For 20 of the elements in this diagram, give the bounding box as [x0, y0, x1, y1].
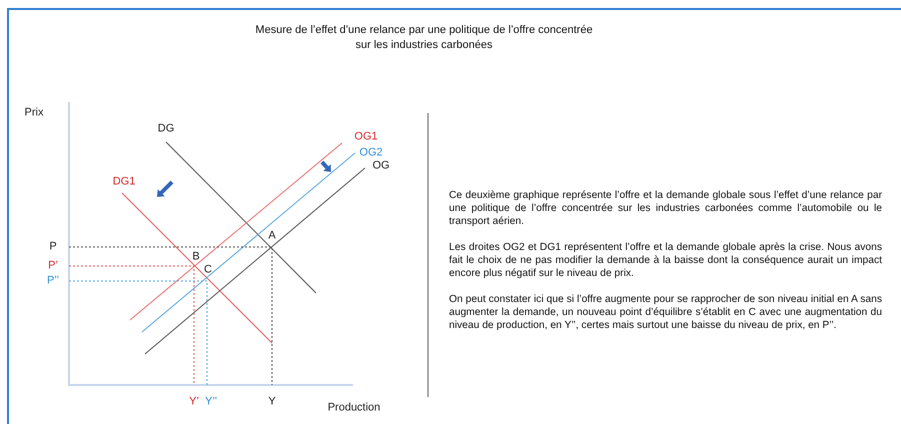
point-label: A — [268, 230, 276, 242]
axis-label: Prix — [24, 108, 44, 118]
paragraph: On peut constater ici que si l’offre augmente pour se rapprocher de son niveau initial en A sans augmenter la demande, un nouveau point d’équilibre s’établit en C avec une augmentation du niveau de production, en Y’’, certes mais surtout une baisse du niveau de prix, en P’’. — [449, 293, 882, 332]
title: Mesure de l’effet d’une relance par une politique de l’offre concentrée sur les industries carbonées — [254, 23, 594, 53]
point-label: C — [204, 264, 212, 276]
curve-label: DG1 — [112, 176, 136, 188]
curve-label: OG — [372, 160, 390, 172]
tick-label: P’’ — [46, 276, 60, 286]
tick-label: Y’’ — [204, 396, 218, 408]
paragraph: Les droites OG2 et DG1 représentent l’offre et la demande globale après la crise. Nous avons fait le choix de ne pas modifier la demande à la baisse dont la conséquence aurait un impact encore plus négatif sur le niveau de prix. — [449, 241, 882, 280]
tick-label: Y’ — [189, 396, 199, 408]
tick-label: Y — [268, 396, 276, 408]
paragraph: Ce deuxième graphique représente l’offre et la demande globale sous l’effet d’une relance par une politique de l’offre concentrée sur les industries carbonées comme l’automobile ou le transport aérien. — [449, 189, 882, 228]
curve-label: OG1 — [354, 132, 378, 142]
curve-label: OG2 — [359, 148, 383, 158]
tick-label: P — [49, 242, 57, 252]
curve-label: DG — [158, 124, 174, 134]
axis-label: Production — [328, 402, 380, 414]
tick-label: P’ — [48, 260, 58, 272]
point-label: B — [192, 252, 200, 262]
